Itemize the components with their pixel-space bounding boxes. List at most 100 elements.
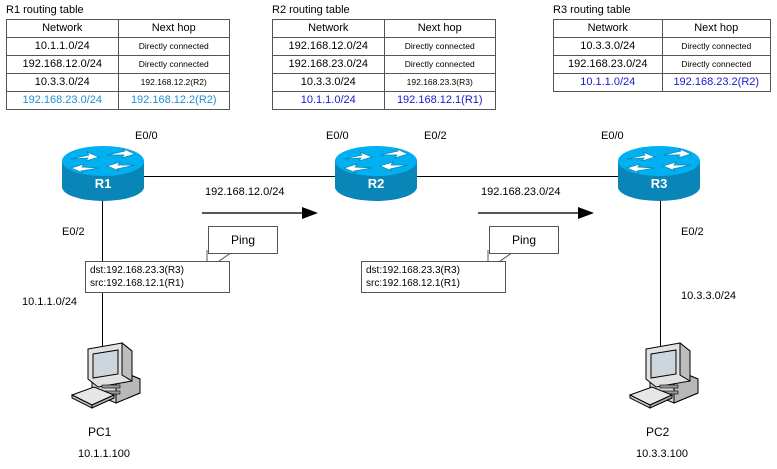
host-pc1-label: PC1 (88, 425, 112, 439)
router-r2-bottom (335, 173, 417, 201)
host-pc2-label: PC2 (646, 425, 670, 439)
column-header: Network (553, 19, 663, 38)
r1-routing-table-title: R1 routing table (6, 4, 84, 16)
router-r1-bottom (62, 173, 144, 201)
cell-network: 192.168.23.0/24 (6, 91, 119, 110)
cell-network: 192.168.12.0/24 (6, 55, 119, 74)
packet-info-box-left: dst:192.168.23.3(R3) src:192.168.12.1(R1… (85, 261, 230, 293)
ping-box-left: Ping (208, 226, 278, 254)
packet-src-right: src:192.168.12.1(R1) (366, 278, 460, 289)
column-header: Network (272, 19, 385, 38)
router-r3-label: R3 (650, 176, 668, 191)
cell-network: 10.1.1.0/24 (6, 37, 119, 56)
subnet-label-pc1: 10.1.1.0/24 (22, 296, 78, 308)
packet-src-left: src:192.168.12.1(R1) (90, 278, 184, 289)
router-r2-top (335, 146, 417, 176)
column-header: Next hop (117, 19, 230, 38)
column-header: Next hop (383, 19, 496, 38)
link-r1-r2 (143, 176, 335, 177)
cell-nexthop: 192.168.23.2(R2) (661, 73, 771, 92)
packet-dst-left: dst:192.168.23.3(R3) (90, 265, 184, 276)
packet-info-box-right: dst:192.168.23.3(R3) src:192.168.12.1(R1… (361, 261, 506, 293)
subnet-label-r2-r3: 192.168.23.0/24 (481, 186, 561, 198)
host-pc2-ip: 10.3.3.100 (636, 448, 688, 460)
cell-network: 10.1.1.0/24 (272, 91, 385, 110)
cell-network: 10.1.1.0/24 (553, 73, 663, 92)
cell-nexthop: Directly connected (117, 37, 230, 56)
router-arrows-icon (69, 148, 136, 174)
cell-nexthop: 192.168.12.2(R2) (117, 91, 230, 110)
interface-label-r3-e00: E0/0 (601, 130, 624, 142)
cell-network: 192.168.23.0/24 (272, 55, 385, 74)
desktop-computer-icon (628, 341, 699, 409)
host-pc1-ip: 10.1.1.100 (78, 448, 130, 460)
router-r1[interactable]: R1 (62, 146, 144, 201)
router-r3-top (618, 146, 700, 176)
router-arrows-icon (342, 148, 409, 174)
cell-nexthop: Directly connected (661, 37, 771, 56)
cell-nexthop: Directly connected (383, 55, 496, 74)
router-r2[interactable]: R2 (335, 146, 417, 201)
cell-nexthop: Directly connected (383, 37, 496, 56)
interface-label-r3-e02: E0/2 (681, 226, 704, 238)
link-r2-r3 (415, 176, 618, 177)
router-r2-label: R2 (367, 176, 385, 191)
flow-arrow-r2-r3-icon (478, 207, 594, 219)
desktop-computer-icon (70, 341, 141, 409)
cell-network: 10.3.3.0/24 (553, 37, 663, 56)
router-r3-bottom (618, 173, 700, 201)
interface-label-r2-e02: E0/2 (424, 130, 447, 142)
router-r3[interactable]: R3 (618, 146, 700, 201)
cell-nexthop: 192.168.12.1(R1) (383, 91, 496, 110)
router-arrows-icon (625, 148, 692, 174)
interface-label-r1-e00: E0/0 (135, 130, 158, 142)
subnet-label-pc2: 10.3.3.0/24 (681, 290, 737, 302)
link-r3-pc2 (660, 196, 661, 348)
cell-nexthop: 192.168.23.3(R3) (383, 73, 496, 92)
router-r1-top (62, 146, 144, 176)
interface-label-r1-e02: E0/2 (62, 226, 85, 238)
cell-network: 10.3.3.0/24 (6, 73, 119, 92)
r3-routing-table-title: R3 routing table (553, 4, 631, 16)
cell-network: 192.168.12.0/24 (272, 37, 385, 56)
r2-routing-table-title: R2 routing table (272, 4, 350, 16)
router-r1-label: R1 (94, 176, 112, 191)
cell-nexthop: Directly connected (117, 55, 230, 74)
cell-network: 10.3.3.0/24 (272, 73, 385, 92)
host-pc2[interactable] (628, 341, 702, 413)
ping-box-right: Ping (489, 226, 559, 254)
column-header: Network (6, 19, 119, 38)
cell-nexthop: Directly connected (661, 55, 771, 74)
subnet-label-r1-r2: 192.168.12.0/24 (205, 186, 285, 198)
cell-nexthop: 192.168.12.2(R2) (117, 73, 230, 92)
interface-label-r2-e00: E0/0 (326, 130, 349, 142)
packet-dst-right: dst:192.168.23.3(R3) (366, 265, 460, 276)
column-header: Next hop (661, 19, 771, 38)
flow-arrow-r1-r2-icon (202, 207, 318, 219)
host-pc1[interactable] (70, 341, 144, 413)
cell-network: 192.168.23.0/24 (553, 55, 663, 74)
